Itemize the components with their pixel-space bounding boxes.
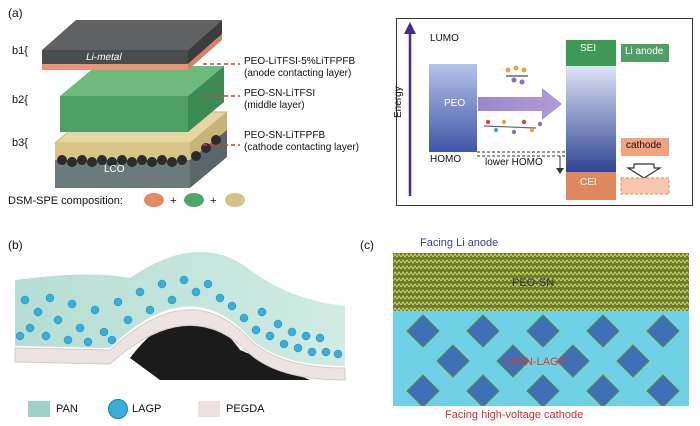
cathode-label: cathode <box>626 140 662 151</box>
cei-label: CEI <box>580 177 597 188</box>
lagp-legend-label: LAGP <box>132 403 162 415</box>
b3-label: b3{ <box>12 137 28 149</box>
lpan-lagp-layer-label: LPAN-LAGP <box>505 356 566 368</box>
pan-legend-label: PAN <box>56 403 78 415</box>
lco-layer <box>55 130 227 188</box>
facing-cathode-label: Facing high-voltage cathode <box>445 409 584 421</box>
lagp-swatch <box>108 399 128 419</box>
energy-diagram-box <box>396 18 693 206</box>
panel-b-label: (b) <box>8 238 23 252</box>
bilayer-illustration <box>393 253 689 406</box>
sei-label: SEI <box>580 43 597 54</box>
energy-axis-label: Energy <box>393 86 404 118</box>
cathode-layer-note: PEO-SN-LiTFPFB (cathode contacting layer… <box>244 130 359 154</box>
middle-layer-title: PEO-SN-LiTFSI <box>244 88 316 99</box>
lower-homo-label: lower HOMO <box>485 157 543 168</box>
li-anode-label: Li anode <box>625 46 664 57</box>
composition-plus-1: + <box>170 195 177 207</box>
li-metal-layer <box>42 20 222 70</box>
energy-diagram-graphics <box>404 22 670 200</box>
cathode-layer-sub: (cathode contacting layer) <box>244 142 360 153</box>
composition-plus-2: + <box>210 195 217 207</box>
middle-layer-note: PEO-SN-LiTFSI (middle layer) <box>244 88 315 112</box>
homo-label: HOMO <box>430 154 462 165</box>
composition-label: DSM-SPE composition: <box>8 195 123 207</box>
peo-sn-layer-label: PEO-SN <box>512 277 555 289</box>
middle-layer-sub: (middle layer) <box>244 100 305 111</box>
middle-layer <box>60 66 224 132</box>
cathode-layer-title: PEO-SN-LiTFPFB <box>244 130 326 141</box>
li-metal-label: Li-metal <box>84 52 123 63</box>
composition-swatch-anode <box>144 193 164 207</box>
pegda-swatch <box>198 401 220 417</box>
b1-label: b1{ <box>12 45 28 57</box>
peo-label: PEO <box>444 98 466 109</box>
pan-swatch <box>28 401 50 417</box>
membrane-illustration <box>14 251 346 381</box>
lumo-label: LUMO <box>430 33 459 44</box>
anode-layer-title: PEO-LiTFSI-5%LiTFPFB <box>244 56 356 67</box>
pegda-legend-label: PEGDA <box>226 403 265 415</box>
composition-swatch-middle <box>184 193 204 207</box>
lco-label: LCO <box>104 164 125 175</box>
anode-layer-note: PEO-LiTFSI-5%LiTFPFB (anode contacting l… <box>244 56 355 80</box>
panel-a-label: (a) <box>8 6 23 20</box>
panel-c-label: (c) <box>360 238 374 252</box>
b2-label: b2{ <box>12 94 28 106</box>
facing-anode-label: Facing Li anode <box>420 237 499 249</box>
composition-swatch-cathode <box>225 193 245 207</box>
anode-layer-sub: (anode contacting layer) <box>244 68 352 79</box>
